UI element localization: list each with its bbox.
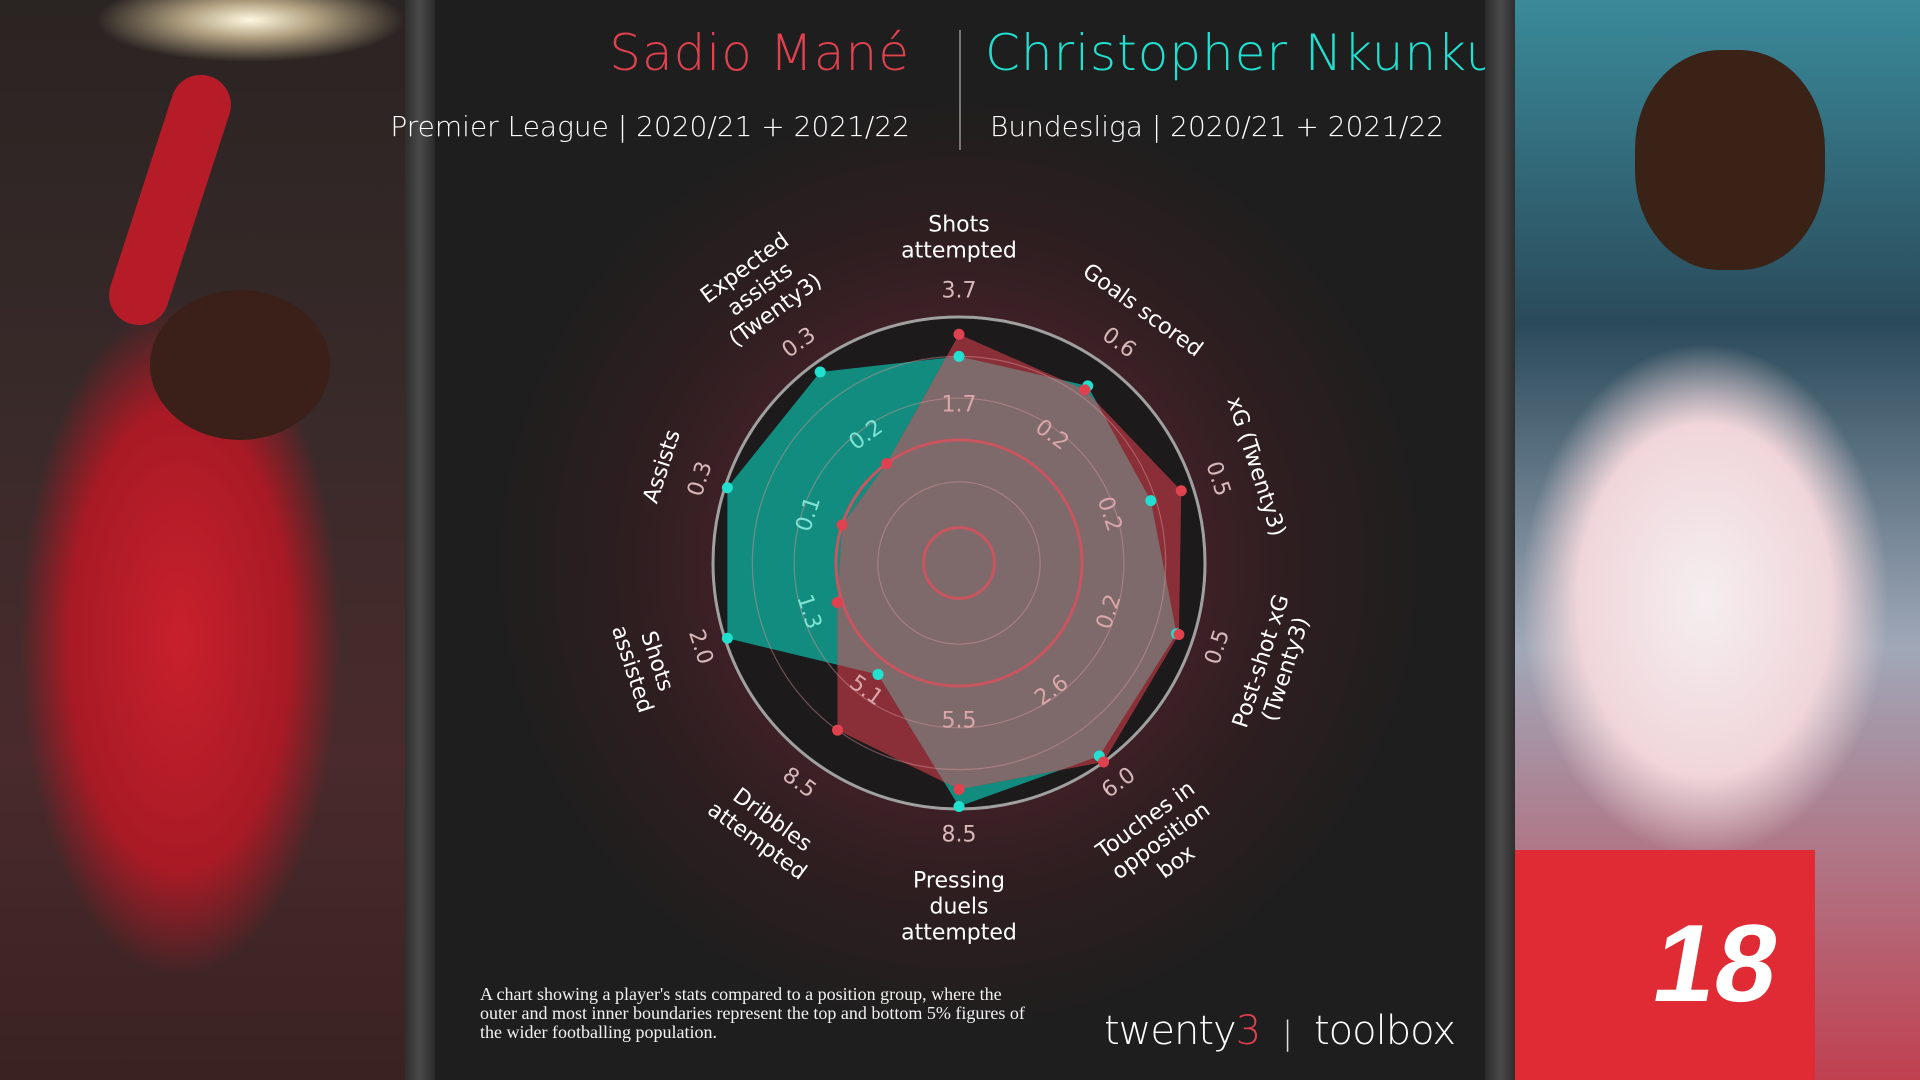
brand-number: 3 xyxy=(1235,1008,1261,1054)
data-point-mane xyxy=(1098,756,1110,768)
data-point-nkunku xyxy=(872,668,884,680)
data-point-mane xyxy=(832,724,844,736)
data-point-nkunku xyxy=(953,801,965,813)
axis-label: Post-shot xG(Twenty3) xyxy=(1228,592,1315,731)
data-point-mane xyxy=(881,457,893,469)
brand-prefix: twenty xyxy=(1104,1008,1237,1054)
radar-ring xyxy=(793,397,1125,729)
axis-label-line: attempted xyxy=(901,239,1017,264)
player-photo-right: 18 xyxy=(1515,0,1920,1080)
frame-border-left xyxy=(405,0,435,1080)
data-point-nkunku xyxy=(721,482,733,494)
player-left-name: Sadio Mané xyxy=(609,24,910,82)
data-point-nkunku xyxy=(953,350,965,362)
axis-max-label: 0.5 xyxy=(1200,627,1235,668)
axis-label-line: Assists xyxy=(639,427,686,507)
data-point-mane xyxy=(953,328,965,340)
axis-max-label: 3.7 xyxy=(942,279,977,304)
chart-description: A chart showing a player's stats compare… xyxy=(480,984,1025,1042)
axis-max-label: 6.0 xyxy=(1097,763,1140,804)
axis-label-line: Pressing xyxy=(913,869,1005,894)
brand-suffix: toolbox xyxy=(1313,1008,1456,1054)
data-point-nkunku xyxy=(721,632,733,644)
axis-label-line: attempted xyxy=(901,921,1017,946)
axis-label-line: Goals scored xyxy=(1078,259,1207,362)
data-point-mane xyxy=(836,519,848,531)
data-point-mane xyxy=(953,783,965,795)
data-point-nkunku xyxy=(1145,495,1157,507)
axis-label-line: Shots xyxy=(928,213,989,238)
brand-separator: | xyxy=(1282,1014,1293,1052)
axis-label: Assists xyxy=(639,427,686,507)
axis-label-line: duels xyxy=(929,895,988,920)
player-left-league: Premier League | 2020/21 + 2021/22 xyxy=(390,110,910,143)
data-point-mane xyxy=(1175,485,1187,497)
player-right-name: Christopher Nkunku xyxy=(985,24,1499,82)
axis-mid-label: 1.7 xyxy=(942,393,977,418)
data-point-nkunku xyxy=(814,366,826,378)
axis-max-label: 0.3 xyxy=(778,323,821,364)
data-point-mane xyxy=(1173,628,1185,640)
shirt-number: 18 xyxy=(1644,902,1789,1025)
axis-label: Goals scored xyxy=(1078,259,1207,362)
axis-max-label: 8.5 xyxy=(778,763,821,804)
axis-mid-label: 5.5 xyxy=(942,709,977,734)
frame-border-right xyxy=(1485,0,1515,1080)
axis-label-line: xG (Twenty3) xyxy=(1221,394,1290,540)
comparison-panel: Sadio Mané Premier League | 2020/21 + 20… xyxy=(390,0,1497,1080)
axis-max-label: 0.6 xyxy=(1097,323,1140,364)
header-divider xyxy=(959,30,961,150)
radar-ring xyxy=(922,526,996,600)
axis-max-label: 0.5 xyxy=(1200,458,1235,499)
brand-logo: twenty3 | toolbox xyxy=(1104,1008,1456,1054)
axis-max-label: 8.5 xyxy=(942,823,977,848)
photo-shorts-shape xyxy=(1515,850,1815,1080)
radar-ring xyxy=(834,438,1084,688)
axis-max-label: 2.0 xyxy=(683,627,718,668)
radar-ring xyxy=(877,481,1041,645)
photo-head-shape xyxy=(1635,50,1825,270)
data-point-mane xyxy=(1079,384,1091,396)
photo-head-shape xyxy=(150,290,330,440)
axis-max-label: 0.3 xyxy=(683,458,718,499)
player-right-league: Bundesliga | 2020/21 + 2021/22 xyxy=(990,110,1445,143)
player-photo-left xyxy=(0,0,405,1080)
axis-label: xG (Twenty3) xyxy=(1221,394,1290,540)
data-point-mane xyxy=(831,597,843,609)
